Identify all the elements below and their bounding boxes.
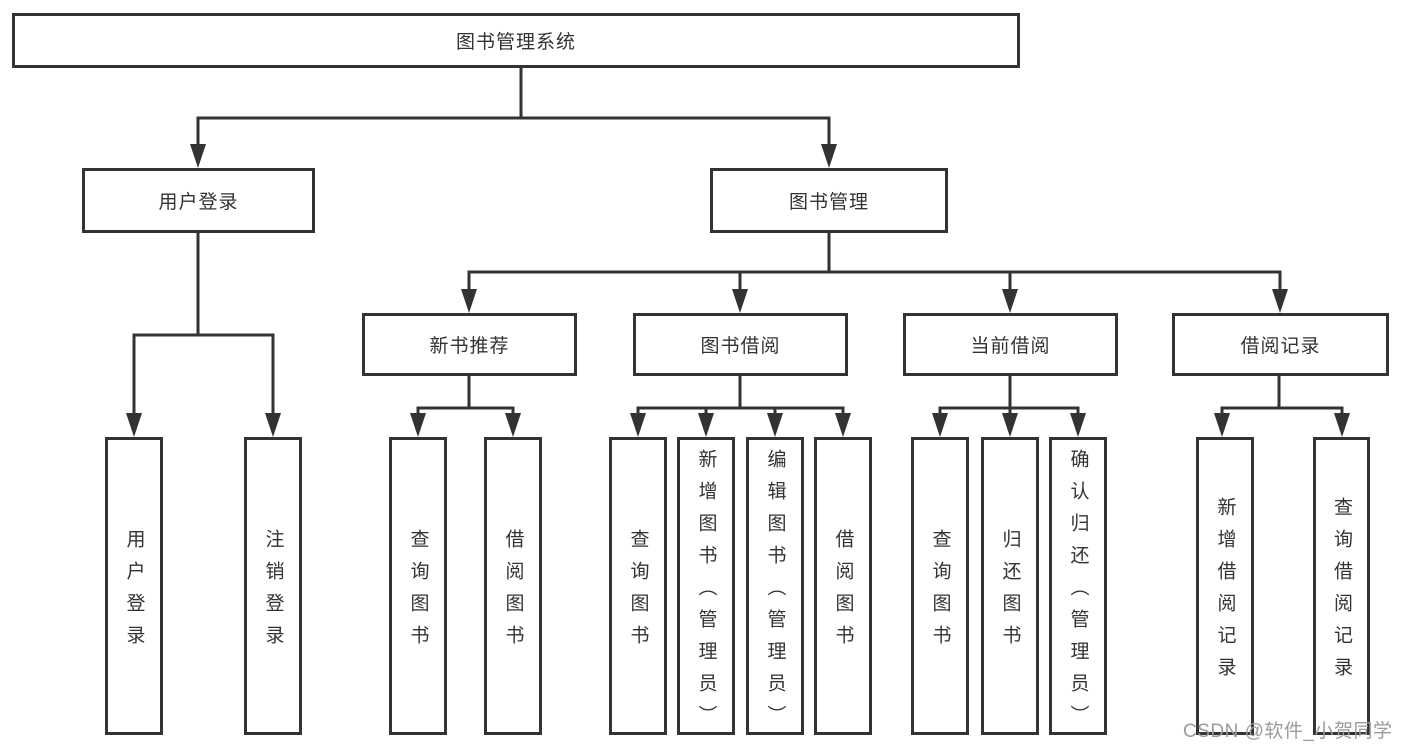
node-root: 图书管理系统 [12,13,1020,68]
leaf-query-books-current-label: 查询图书 [929,528,951,657]
csdn-watermark: CSDN @软件_小贺同学 [1183,721,1393,742]
leaf-query-books-borrowing-label: 查询图书 [627,528,649,657]
leaf-add-books-admin: 新增图书（管理员） [677,437,735,737]
leaf-logout-label: 注销登录 [262,528,284,657]
leaf-query-borrow-record: 查询借阅记录 [1313,437,1370,735]
connector-new-book-recommend-children [410,376,521,437]
node-borrowing-records-label: 借阅记录 [1240,336,1321,357]
leaf-borrow-books-recommend-label: 借阅图书 [502,528,524,657]
connector-borrowing-records-children [1214,376,1350,437]
leaf-user-login: 用户登录 [105,437,163,735]
leaf-query-books-borrowing: 查询图书 [609,437,667,735]
leaf-add-borrow-record-label: 新增借阅记录 [1214,496,1236,689]
leaf-query-books-recommend: 查询图书 [389,437,447,735]
leaf-add-books-admin-label: 新增图书（管理员） [695,448,717,737]
node-user-login-label: 用户登录 [158,192,239,213]
leaf-edit-books-admin-label: 编辑图书（管理员） [764,448,786,737]
connector-root-to-branches [190,68,837,168]
node-borrowing-records: 借阅记录 [1172,313,1389,376]
leaf-query-borrow-record-label: 查询借阅记录 [1331,496,1352,689]
leaf-confirm-return-admin-label: 确认归还（管理员） [1067,448,1089,737]
node-book-management: 图书管理 [710,168,948,233]
node-new-book-recommend-label: 新书推荐 [429,336,510,357]
node-user-login: 用户登录 [82,168,315,233]
leaf-logout: 注销登录 [244,437,302,735]
node-current-borrowing-label: 当前借阅 [970,336,1051,357]
leaf-user-login-label: 用户登录 [123,528,145,657]
leaf-borrow-books-borrowing-label: 借阅图书 [832,528,854,657]
node-root-label: 图书管理系统 [455,32,576,53]
connector-book-management-children [461,233,1288,313]
leaf-borrow-books-recommend: 借阅图书 [484,437,542,735]
connector-user-login-children [126,233,281,437]
node-book-borrowing: 图书借阅 [633,313,848,376]
leaf-query-books-current: 查询图书 [911,437,969,735]
connector-book-borrowing-children [630,376,851,437]
node-new-book-recommend: 新书推荐 [362,313,577,376]
node-book-borrowing-label: 图书借阅 [700,336,781,357]
leaf-return-books-label: 归还图书 [999,528,1021,657]
node-book-management-label: 图书管理 [788,192,869,213]
leaf-add-borrow-record: 新增借阅记录 [1196,437,1254,735]
leaf-edit-books-admin: 编辑图书（管理员） [746,437,804,737]
connector-current-borrowing-children [932,376,1086,437]
node-current-borrowing: 当前借阅 [903,313,1118,376]
leaf-return-books: 归还图书 [981,437,1039,735]
leaf-query-books-recommend-label: 查询图书 [407,528,429,657]
leaf-confirm-return-admin: 确认归还（管理员） [1049,437,1107,737]
leaf-borrow-books-borrowing: 借阅图书 [814,437,872,735]
